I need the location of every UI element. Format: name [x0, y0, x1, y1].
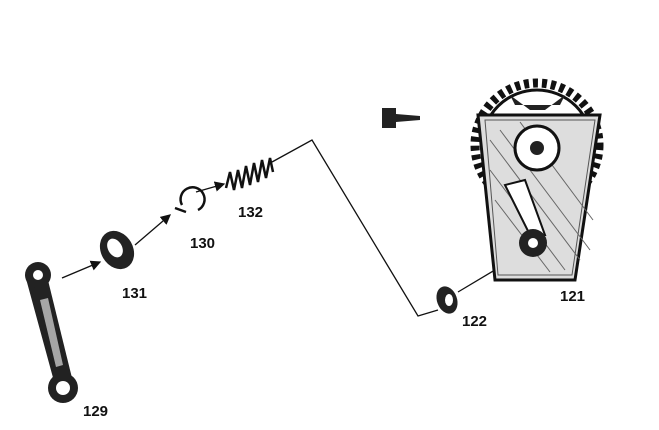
part-131-washer	[99, 230, 135, 270]
screw	[382, 108, 420, 128]
label-121: 121	[560, 288, 586, 305]
part-129-crank-handle	[25, 262, 78, 403]
label-132: 132	[238, 204, 264, 221]
part-121-housing	[470, 78, 604, 282]
label-130: 130	[190, 235, 216, 252]
part-130-clip	[174, 186, 206, 214]
label-129: 129	[83, 403, 109, 420]
label-131: 131	[122, 285, 148, 302]
label-122: 122	[462, 313, 488, 330]
part-122-gear	[436, 286, 458, 314]
part-132-spring	[224, 157, 275, 191]
